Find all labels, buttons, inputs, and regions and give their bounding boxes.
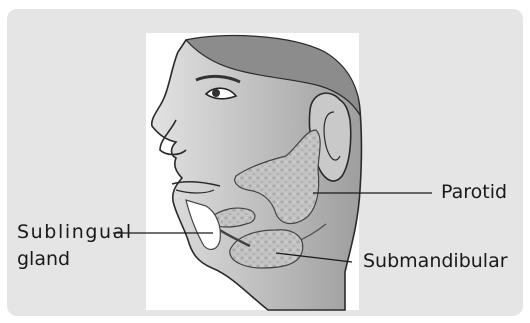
iris — [212, 89, 220, 97]
sublingual-label-line1: Sublingual — [17, 221, 133, 243]
sublingual-label-line2: gland — [17, 248, 70, 270]
parotid-label: Parotid — [441, 181, 507, 203]
submandibular-label: Submandibular — [363, 250, 508, 272]
